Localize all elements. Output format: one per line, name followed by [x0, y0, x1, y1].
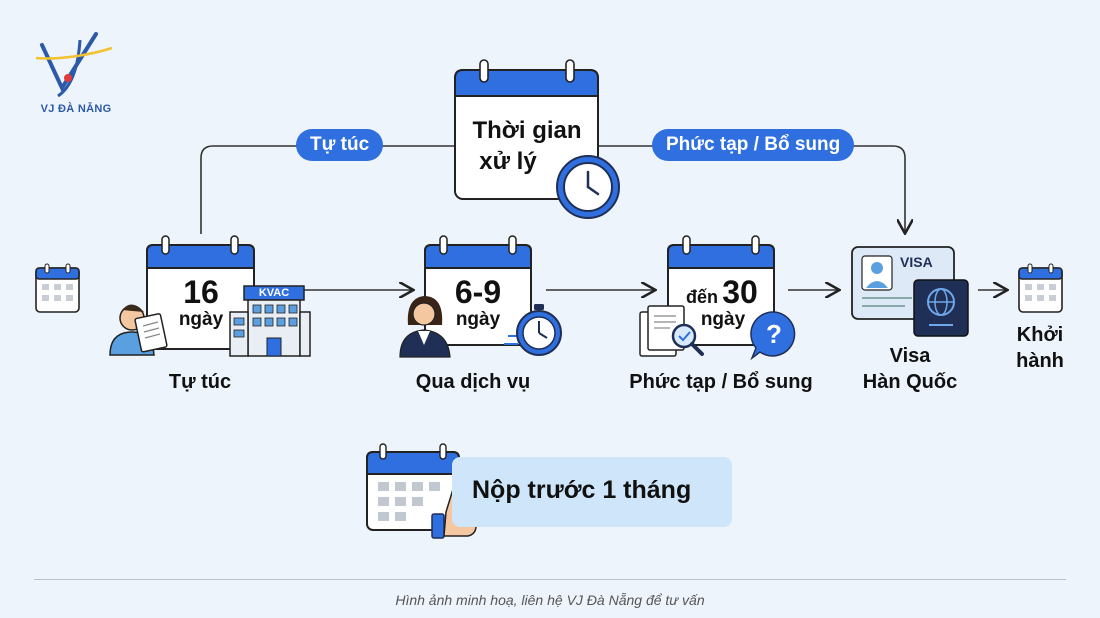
branch-connectors: [200, 145, 905, 234]
reminder-box: [452, 457, 732, 527]
step2-number: 6-9: [454, 274, 502, 310]
depart-label-line2: hành: [1016, 350, 1064, 372]
depart-label: Khởi hành: [1002, 322, 1078, 374]
visa-card-text: VISA: [900, 254, 933, 270]
footer-divider: [34, 579, 1066, 580]
clock-icon: [556, 155, 620, 219]
center-calendar-icon: [454, 59, 599, 200]
start-calendar-icon: [35, 263, 80, 313]
svg-text:?: ?: [766, 319, 782, 349]
processing-time-title: Thời gian xử lý: [456, 115, 598, 177]
question-bubble-icon: ?: [750, 311, 796, 361]
step2-unit: ngày: [455, 309, 501, 330]
step1-calendar-icon: [146, 235, 255, 350]
branch-pill-complex: Phức tạp / Bổ sung: [652, 129, 855, 161]
documents-magnifier-icon: [639, 305, 704, 357]
branch-pill-self: Tự túc: [296, 129, 384, 161]
step2-label: Qua dịch vụ: [415, 371, 531, 393]
step3-unit: ngày: [700, 309, 746, 330]
depart-label-line1: Khởi: [1016, 324, 1064, 346]
step3-label: Phức tạp / Bổ sung: [629, 371, 813, 393]
processing-time-title-line2: xử lý: [479, 148, 537, 175]
passport-icon: [913, 279, 969, 337]
depart-calendar-icon: [1018, 263, 1063, 313]
visa-label-line2: Hàn Quốc: [862, 371, 958, 393]
visa-label: Visa Hàn Quốc: [840, 343, 980, 395]
kvac-building-icon: [229, 285, 311, 357]
kvac-sign: KVAC: [258, 287, 290, 299]
person-document-icon: [109, 304, 168, 356]
step1-label: Tự túc: [168, 371, 232, 393]
logo-text: VJ ĐÀ NẴNG: [40, 103, 112, 115]
reminder-text: Nộp trước 1 tháng: [472, 476, 692, 504]
step3-calendar-icon: [667, 235, 775, 346]
step3-number: 30: [722, 274, 758, 310]
agent-woman-icon: [399, 296, 451, 358]
step1-unit: ngày: [178, 309, 224, 330]
step1-number: 16: [183, 274, 219, 310]
step2-calendar-icon: [424, 235, 532, 346]
visa-label-line1: Visa: [889, 345, 931, 367]
footer-caption: Hình ảnh minh hoạ, liên hệ VJ Đà Nẵng để…: [395, 592, 705, 608]
step3-prefix: đến: [685, 287, 718, 307]
logo-icon: [35, 32, 113, 98]
stopwatch-icon: [504, 304, 562, 356]
processing-time-title-line1: Thời gian: [472, 117, 582, 144]
